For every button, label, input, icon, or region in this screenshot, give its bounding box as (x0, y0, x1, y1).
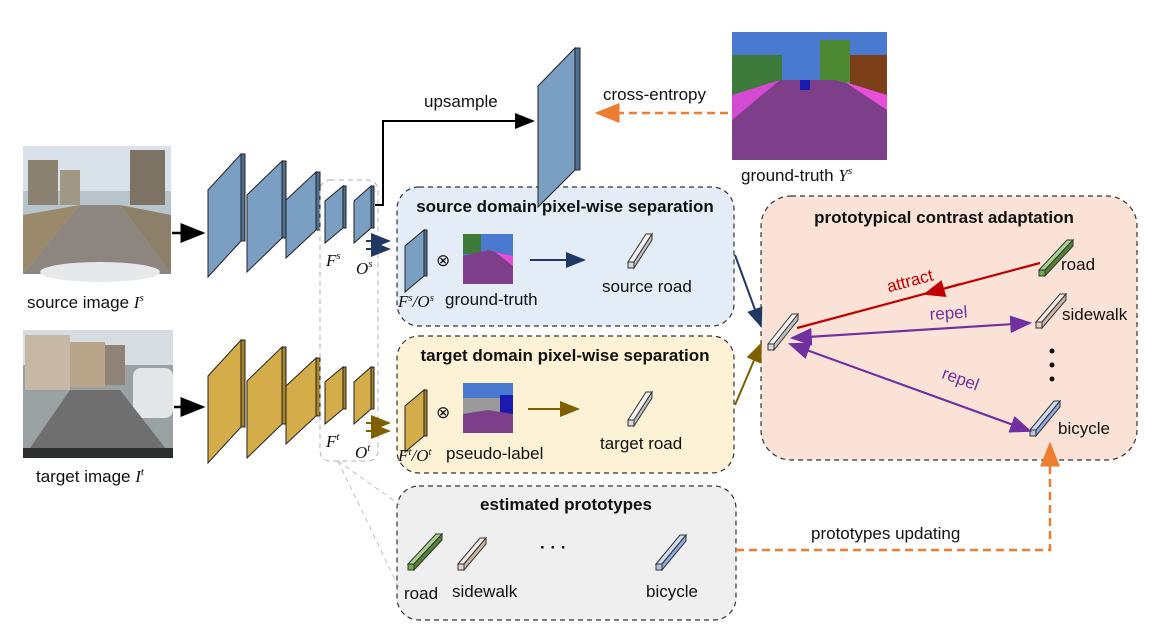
prototype-road (406, 532, 444, 572)
prototypes-updating-label: prototypes updating (811, 524, 960, 543)
source-feature-map (324, 184, 347, 245)
target-encoder (207, 338, 321, 465)
source-box-feature (404, 228, 428, 294)
repel-sidewalk-arrow (789, 315, 1033, 346)
prototype-bicycle (654, 533, 688, 572)
source-feature-label: Fs/Os (397, 292, 434, 311)
source-to-contrast-arrow (734, 254, 763, 328)
prototype-road-label: road (404, 584, 438, 603)
upsampled-map (537, 46, 581, 209)
repel-label-1: repel (929, 302, 968, 324)
ot-label: Ot (355, 442, 371, 462)
source-box-title: source domain pixel-wise separation (416, 197, 714, 216)
source-output-map (353, 184, 375, 245)
target-op-symbol: ⊗ (436, 403, 450, 422)
contrast-sidewalk-label: sidewalk (1062, 305, 1128, 324)
source-road-prototype (627, 232, 653, 270)
source-mask-label: ground-truth (445, 290, 538, 309)
contrast-road-label: road (1061, 255, 1095, 274)
target-image-label: target image It (36, 466, 145, 486)
ft-label: Ft (325, 431, 340, 451)
shared-features-outline (319, 179, 379, 462)
target-box-title: target domain pixel-wise separation (420, 346, 709, 365)
target-mask-image (463, 383, 513, 433)
target-mask-label: pseudo-label (446, 444, 543, 463)
prototype-sidewalk (456, 536, 488, 572)
prototypes-ellipsis: · · · (540, 538, 566, 557)
source-road-label: source road (602, 277, 692, 296)
fs-label: Fs (325, 250, 341, 270)
upsample-label: upsample (424, 92, 498, 111)
cross-entropy-label: cross-entropy (603, 85, 706, 104)
target-box-feature (404, 388, 428, 454)
contrast-bicycle-label: bicycle (1058, 419, 1110, 438)
prototype-link-line-1 (337, 460, 401, 506)
prototype-link-line-2 (337, 460, 401, 591)
source-mask-image (463, 234, 513, 284)
source-image-label: source image Is (27, 292, 144, 312)
ground-truth-label: ground-truth Ys (741, 165, 852, 185)
source-image (23, 146, 171, 282)
estimated-prototypes-box (396, 485, 737, 621)
contrast-bicycle-prototype (1028, 399, 1062, 438)
source-op-symbol: ⊗ (436, 251, 450, 270)
contrast-box-title: prototypical contrast adaptation (814, 208, 1074, 227)
os-label: Os (356, 258, 373, 278)
target-feature-map (324, 365, 347, 426)
target-feature-label: Ft/Ot (397, 446, 432, 465)
repel-bicycle-arrow (787, 342, 1033, 433)
prototype-sidewalk-label: sidewalk (452, 582, 518, 601)
prototype-bicycle-label: bicycle (646, 582, 698, 601)
prototypes-box-title: estimated prototypes (480, 495, 652, 514)
attract-arrowhead (922, 280, 961, 298)
contrast-vertical-ellipsis (1049, 348, 1055, 382)
ground-truth-image (732, 32, 887, 160)
target-output-map (353, 365, 375, 426)
source-separation-box (396, 186, 735, 327)
contrast-sidewalk-prototype (1034, 292, 1068, 330)
prototypes-updating-arrow (736, 441, 1060, 552)
upsample-arrow (375, 113, 535, 206)
target-road-prototype (627, 390, 653, 428)
source-encoder (207, 152, 321, 279)
target-road-label: target road (600, 434, 682, 453)
contrast-road-prototype (1037, 238, 1075, 278)
target-to-contrast-arrow (734, 342, 762, 406)
target-image (23, 330, 173, 458)
